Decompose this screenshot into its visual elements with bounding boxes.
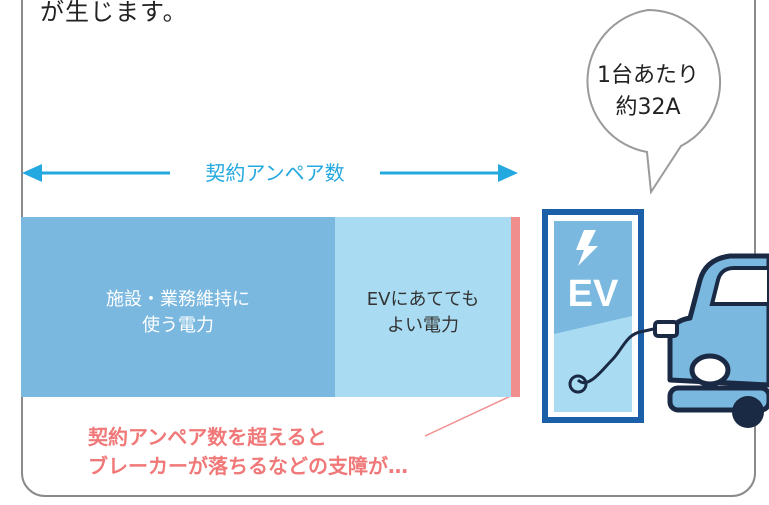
arrow-left-icon [22,164,42,182]
car-icon [653,253,769,428]
ev-charger-illustration: EV [542,209,769,428]
lightning-bolt-icon [576,230,598,266]
ev-power-block: EVにあてても よい電力 [335,217,511,397]
contract-amperage-label: 契約アンペア数 [170,157,380,186]
charger-icon: EV [542,209,659,423]
warning-leader-line [424,393,516,437]
warning-text: 契約アンペア数を超えると ブレーカーが落ちるなどの支障が… [88,425,408,478]
per-vehicle-amperage: 1台あたり 約32A [597,63,699,120]
speech-bubble [586,8,721,195]
facility-power-block: 施設・業務維持に 使う電力 [21,217,335,397]
charger-ev-label: EV [568,273,619,315]
intro-text: が生じます。 [40,0,188,26]
facility-power-label: 施設・業務維持に 使う電力 [106,289,250,336]
arrow-right-icon [498,164,518,182]
ev-power-label: EVにあてても よい電力 [366,289,480,336]
contract-limit-bar [511,217,520,397]
bubble-text: 1台あたり 約32A [563,60,733,124]
